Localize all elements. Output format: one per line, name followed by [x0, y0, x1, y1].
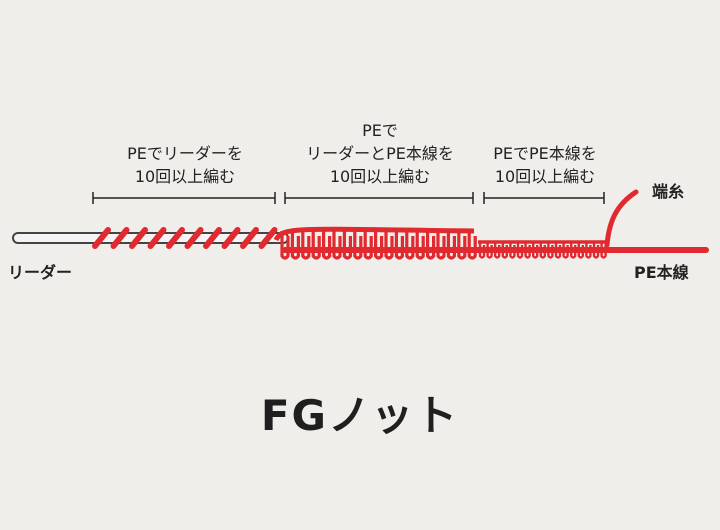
spiral-wrap	[184, 227, 204, 249]
section-bracket-2	[284, 192, 474, 204]
half-hitch-wrap	[290, 231, 300, 260]
pe-half-hitch-wrap	[532, 242, 539, 259]
section-bracket-3	[483, 192, 605, 204]
spiral-wrap	[110, 227, 130, 249]
tag-end-label: 端糸	[652, 182, 685, 201]
leader-label: リーダー	[8, 263, 73, 282]
half-hitch-wrap	[467, 231, 477, 260]
pe-half-hitch-wrap	[585, 242, 592, 259]
pe-half-hitch-wrap	[539, 242, 546, 259]
wrap-top-band	[273, 226, 475, 242]
pe-half-hitch-wrap	[486, 242, 493, 259]
spiral-wrap	[147, 227, 167, 249]
section-1-label-line2: 10回以上編む	[134, 167, 236, 186]
pe-half-hitch-wrap	[494, 242, 501, 259]
spiral-wrap	[92, 227, 111, 249]
pe-half-hitch-wrap	[577, 242, 584, 259]
half-hitch-wrap	[311, 231, 321, 260]
half-hitch-wrap	[301, 231, 311, 260]
pe-half-hitch-wrap	[516, 242, 524, 259]
section-2-label-line2: 10回以上編む	[329, 167, 431, 186]
page-title: FGノット	[260, 391, 460, 440]
half-hitch-wrap	[322, 231, 332, 260]
pe-half-hitch-wrap	[524, 242, 531, 259]
spiral-wrap	[240, 227, 259, 249]
half-hitch-wrap	[353, 231, 363, 260]
pe-half-hitch-wrap	[554, 242, 562, 259]
half-hitch-wrap	[415, 231, 425, 260]
half-hitch-wrap	[363, 231, 373, 260]
main-line-label: PE本線	[634, 263, 689, 282]
section-brackets	[92, 192, 605, 204]
half-hitch-wrap	[446, 231, 456, 260]
pe-half-hitch-wrap	[570, 242, 577, 259]
section-3-label-line2: 10回以上編む	[494, 167, 596, 186]
spiral-wrap	[129, 227, 148, 249]
spiral-wrap	[221, 227, 241, 249]
section-bracket-1	[92, 192, 276, 204]
section-1-label-line1: PEでリーダーを	[127, 144, 243, 163]
half-hitch-wrap	[405, 231, 415, 260]
pe-half-hitch-wrap	[600, 242, 607, 259]
half-hitch-wrap	[436, 231, 446, 260]
half-hitch-wrap	[426, 231, 436, 260]
half-hitch-wrap	[394, 231, 404, 260]
knot-wraps	[92, 226, 608, 260]
half-hitch-wrap	[332, 231, 342, 260]
pe-half-hitch-wrap	[562, 242, 569, 259]
pe-half-hitch-wrap	[509, 242, 516, 259]
spiral-wrap	[166, 227, 185, 249]
tag-end-line	[604, 189, 639, 248]
half-hitch-wrap	[457, 231, 467, 260]
half-hitch-wrap	[384, 231, 394, 260]
half-hitch-wrap	[342, 231, 352, 260]
pe-half-hitch-wrap	[547, 242, 554, 259]
spiral-wrap	[258, 227, 278, 249]
half-hitch-wrap	[374, 231, 384, 260]
pe-half-hitch-wrap	[592, 242, 600, 259]
half-hitch-wrap	[280, 231, 290, 260]
pe-half-hitch-wrap	[478, 242, 486, 259]
section-3-label-line1: PEでPE本線を	[493, 144, 597, 163]
spiral-wrap	[203, 227, 222, 249]
pe-half-hitch-wrap	[501, 242, 508, 259]
section-2-label-line0: PEで	[362, 121, 398, 140]
section-2-label-line1: リーダーとPE本線を	[306, 144, 454, 163]
